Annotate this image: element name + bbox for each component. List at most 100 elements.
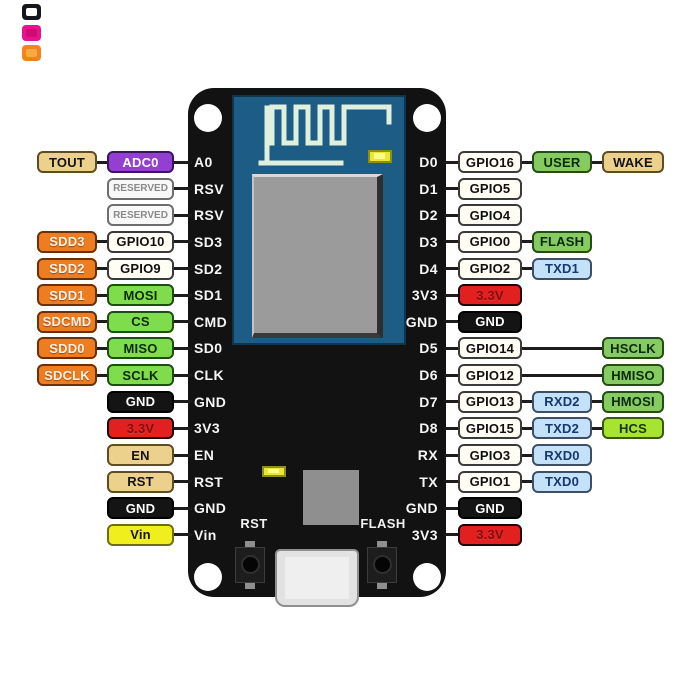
board-pin-d5: D5 <box>419 340 438 357</box>
connector-line <box>172 240 192 244</box>
connector-line <box>520 426 534 430</box>
pin-label-gpio12: GPIO12 <box>458 364 522 387</box>
pin-label-gpio15: GPIO15 <box>458 417 522 440</box>
pin-label-reserved: RESERVED <box>107 177 174 200</box>
connector-line <box>95 240 109 244</box>
board-led-indicator <box>262 466 286 477</box>
pin-label-hmosi: HMOSI <box>602 390 664 413</box>
board-pin-3v3: 3V3 <box>411 526 438 543</box>
connector-line <box>520 346 604 350</box>
board-pin-gnd: GND <box>405 500 438 517</box>
board-pin-rsv: RSV <box>194 180 224 197</box>
pin-label-gnd: GND <box>458 497 522 520</box>
connector-line <box>172 453 192 457</box>
pin-label-adc0: ADC0 <box>107 151 174 173</box>
connector-line <box>172 187 192 191</box>
connector-line <box>444 373 460 377</box>
pin-label-tout: TOUT <box>37 151 97 173</box>
connector-line <box>444 293 460 297</box>
pin-label-gpio5: GPIO5 <box>458 177 522 200</box>
black-square-icon <box>22 4 41 20</box>
pin-label-3.3v: 3.3V <box>458 523 522 546</box>
board-pin-cmd: CMD <box>194 313 228 330</box>
board-pin-rx: RX <box>417 447 438 464</box>
flash-button <box>367 541 397 589</box>
pin-label-gpio2: GPIO2 <box>458 257 522 280</box>
mounting-hole <box>413 104 441 132</box>
pin-label-gpio13: GPIO13 <box>458 390 522 413</box>
connector-line <box>172 160 192 164</box>
connector-line <box>444 320 460 324</box>
connector-line <box>172 533 192 537</box>
connector-line <box>590 160 604 164</box>
board-pin-tx: TX <box>419 473 438 490</box>
pin-label-gpio3: GPIO3 <box>458 444 522 467</box>
board-pin-vin: Vin <box>194 526 217 543</box>
mounting-hole <box>194 104 222 132</box>
pin-label-sdd1: SDD1 <box>37 284 97 307</box>
pin-label-gnd: GND <box>107 390 174 413</box>
pin-label-sdd0: SDD0 <box>37 337 97 360</box>
pin-label-en: EN <box>107 444 174 467</box>
rst-button-cap <box>241 555 260 574</box>
connector-line <box>444 267 460 271</box>
connector-line <box>172 346 192 350</box>
connector-line <box>444 480 460 484</box>
connector-line <box>520 160 534 164</box>
pin-label-hsclk: HSCLK <box>602 337 664 360</box>
board-pin-sd3: SD3 <box>194 233 223 250</box>
pin-label-sdd2: SDD2 <box>37 257 97 280</box>
pin-label-gpio1: GPIO1 <box>458 470 522 493</box>
pin-label-gpio0: GPIO0 <box>458 230 522 253</box>
connector-line <box>172 480 192 484</box>
board-pin-d6: D6 <box>419 367 438 384</box>
board-pin-d0: D0 <box>419 154 438 170</box>
connector-line <box>444 240 460 244</box>
connector-line <box>520 373 604 377</box>
metal-shield <box>252 174 383 338</box>
pin-label-wake: WAKE <box>602 151 664 173</box>
rst-button <box>235 541 265 589</box>
connector-line <box>520 480 534 484</box>
board-pin-gnd: GND <box>405 313 438 330</box>
mounting-hole <box>413 563 441 591</box>
board-pin-d1: D1 <box>419 180 438 197</box>
board-pin-rst: RST <box>194 473 224 490</box>
board-pin-d7: D7 <box>419 393 438 410</box>
connector-line <box>172 320 192 324</box>
pin-label-rxd2: RXD2 <box>532 390 592 413</box>
pin-label-txd1: TXD1 <box>532 257 592 280</box>
pin-label-gnd: GND <box>458 310 522 333</box>
pin-label-hmiso: HMISO <box>602 364 664 387</box>
usb-uart-chip <box>303 470 359 525</box>
pin-label-hcs: HCS <box>602 417 664 440</box>
connector-line <box>172 426 192 430</box>
pin-label-miso: MISO <box>107 337 174 360</box>
pin-label-3.3v: 3.3V <box>458 284 522 307</box>
board-pin-rsv: RSV <box>194 207 224 224</box>
pin-label-vin: Vin <box>107 523 174 546</box>
pin-label-sclk: SCLK <box>107 364 174 387</box>
connector-line <box>95 346 109 350</box>
connector-line <box>444 346 460 350</box>
connector-line <box>444 400 460 404</box>
connector-line <box>520 267 534 271</box>
connector-line <box>444 426 460 430</box>
pin-label-gpio10: GPIO10 <box>107 230 174 253</box>
mounting-hole <box>194 563 222 591</box>
connector-line <box>95 267 109 271</box>
connector-line <box>444 453 460 457</box>
pin-label-sdd3: SDD3 <box>37 230 97 253</box>
pin-label-gpio4: GPIO4 <box>458 204 522 227</box>
connector-line <box>172 400 192 404</box>
pin-label-user: USER <box>532 151 592 173</box>
pin-label-cs: CS <box>107 310 174 333</box>
connector-line <box>172 267 192 271</box>
pin-label-gnd: GND <box>107 497 174 520</box>
connector-line <box>95 320 109 324</box>
connector-line <box>444 160 460 164</box>
module-led-indicator <box>368 150 392 163</box>
pin-label-reserved: RESERVED <box>107 204 174 227</box>
pin-label-txd2: TXD2 <box>532 417 592 440</box>
